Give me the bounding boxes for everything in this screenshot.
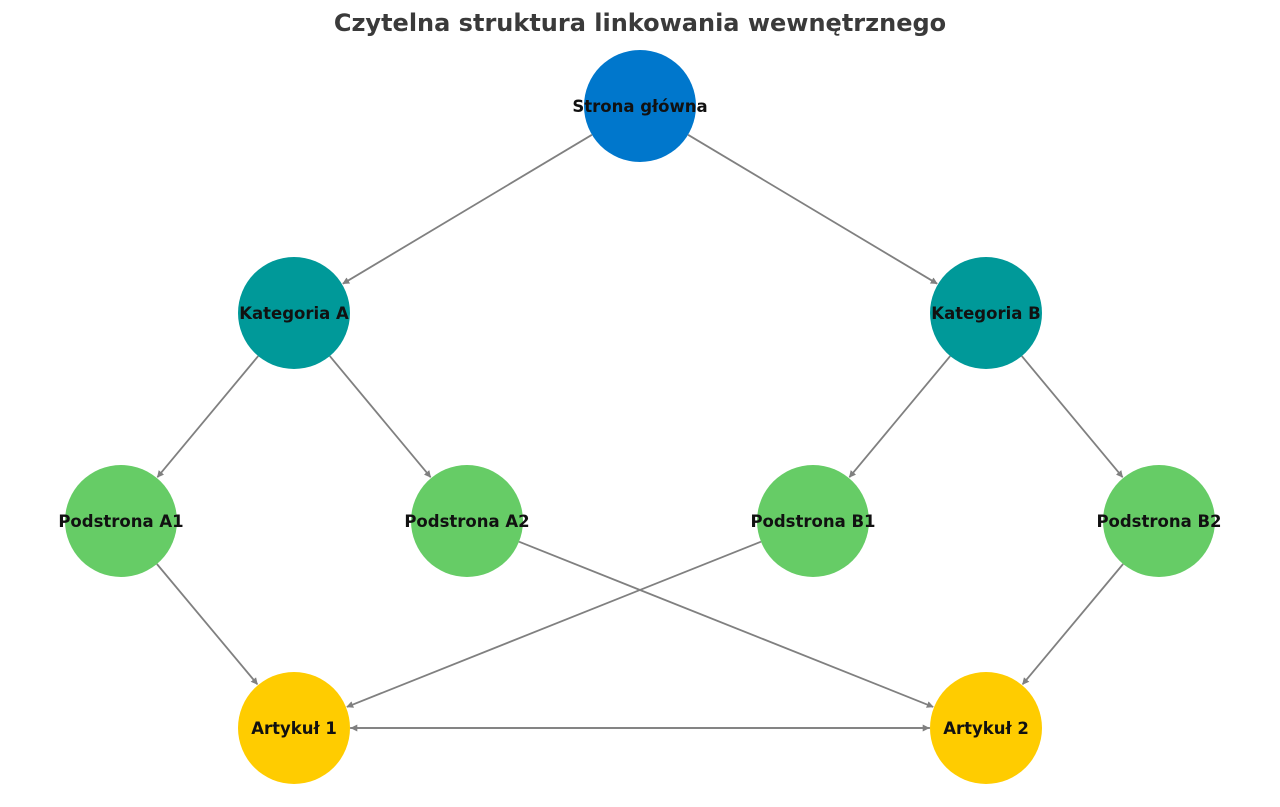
node-subA1: Podstrona A1 <box>58 465 184 577</box>
edge-catA-to-subA2 <box>329 355 432 478</box>
node-label-catB: Kategoria B <box>931 304 1040 323</box>
node-circle-subB2 <box>1103 465 1215 577</box>
node-catB: Kategoria B <box>930 257 1042 369</box>
node-label-subB1: Podstrona B1 <box>750 512 875 531</box>
node-circle-art1 <box>238 672 350 784</box>
edge-catB-to-subB2 <box>1021 355 1124 478</box>
node-art1: Artykuł 1 <box>238 672 350 784</box>
edges-layer <box>156 134 1124 732</box>
edge-catA-to-subA1 <box>156 355 259 478</box>
edge-catB-to-subB1 <box>848 355 951 478</box>
node-subB1: Podstrona B1 <box>750 465 876 577</box>
node-circle-catB <box>930 257 1042 369</box>
node-circle-art2 <box>930 672 1042 784</box>
edge-subB1-to-art1 <box>346 540 762 708</box>
node-label-subA1: Podstrona A1 <box>58 512 183 531</box>
edge-home-to-catA <box>342 134 593 285</box>
node-circle-catA <box>238 257 350 369</box>
node-circle-subB1 <box>757 465 869 577</box>
node-catA: Kategoria A <box>238 257 350 369</box>
node-subB2: Podstrona B2 <box>1096 465 1222 577</box>
edge-subB2-to-art2 <box>1021 563 1124 685</box>
node-art2: Artykuł 2 <box>930 672 1042 784</box>
node-circle-home <box>584 50 696 162</box>
node-circle-subA1 <box>65 465 177 577</box>
node-label-art1: Artykuł 1 <box>251 719 337 738</box>
node-label-subA2: Podstrona A2 <box>404 512 529 531</box>
node-label-catA: Kategoria A <box>239 304 349 323</box>
diagram-title: Czytelna struktura linkowania wewnętrzne… <box>333 9 947 37</box>
node-label-home: Strona główna <box>572 97 707 116</box>
edge-subA1-to-art1 <box>156 563 259 685</box>
edge-home-to-catB <box>687 134 938 285</box>
node-label-art2: Artykuł 2 <box>943 719 1029 738</box>
node-subA2: Podstrona A2 <box>404 465 530 577</box>
node-home: Strona główna <box>572 50 708 162</box>
node-circle-subA2 <box>411 465 523 577</box>
node-label-subB2: Podstrona B2 <box>1096 512 1221 531</box>
edge-subA2-to-art2 <box>518 540 934 708</box>
